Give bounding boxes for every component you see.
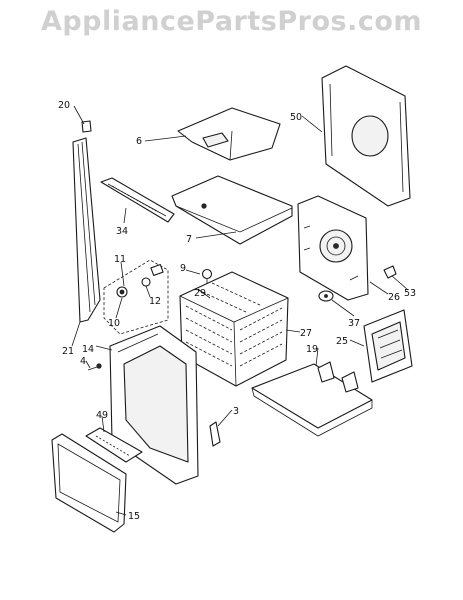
watermark-logo: AppliancePartsPros.com — [40, 6, 423, 37]
callout-26: 26 — [388, 292, 400, 303]
part-15-door-gasket[interactable] — [51, 433, 127, 533]
callout-34: 34 — [116, 226, 128, 237]
part-6-top-panel[interactable] — [177, 107, 281, 161]
callout-7: 7 — [186, 234, 192, 245]
callout-labels: 20 6 50 34 7 11 9 12 10 26 53 29 37 27 2… — [58, 100, 416, 522]
leader-lines — [71, 105, 409, 516]
part-53-switch[interactable] — [383, 265, 397, 279]
callout-25: 25 — [336, 336, 348, 347]
callout-53: 53 — [404, 288, 416, 299]
callout-12: 12 — [149, 296, 161, 307]
part-37-bracket[interactable] — [318, 290, 334, 302]
callout-20: 20 — [58, 100, 70, 111]
callout-15: 15 — [128, 511, 140, 522]
callout-37: 37 — [348, 318, 360, 329]
part-26-side-panel[interactable] — [297, 195, 369, 301]
part-14-front-frame[interactable] — [109, 325, 199, 485]
callout-4: 4 — [80, 356, 86, 367]
callout-3: 3 — [233, 406, 239, 417]
part-4-screw[interactable] — [87, 363, 102, 371]
part-7-oven-plate[interactable] — [171, 175, 293, 245]
part-34-vent-grille[interactable] — [100, 177, 175, 223]
callout-21: 21 — [62, 346, 74, 357]
part-11-control-group[interactable] — [103, 259, 169, 335]
part-21-side-trim[interactable] — [72, 137, 101, 323]
callout-10: 10 — [108, 318, 120, 329]
callout-19: 19 — [306, 344, 318, 355]
callout-27: 27 — [300, 328, 312, 339]
callout-11: 11 — [114, 254, 126, 265]
part-49-vent-strip[interactable] — [85, 427, 143, 463]
callout-29: 29 — [194, 288, 206, 299]
part-19-bottom-tray[interactable] — [251, 361, 373, 437]
callout-14: 14 — [82, 344, 94, 355]
callout-6: 6 — [136, 136, 142, 147]
part-50-rear-panel[interactable] — [321, 65, 411, 207]
callout-50: 50 — [290, 112, 302, 123]
part-25-control-panel[interactable] — [363, 309, 413, 383]
part-3-bracket[interactable] — [209, 421, 221, 447]
part-9-sensor[interactable] — [201, 268, 213, 297]
callout-49: 49 — [96, 410, 108, 421]
callout-9: 9 — [180, 263, 186, 274]
